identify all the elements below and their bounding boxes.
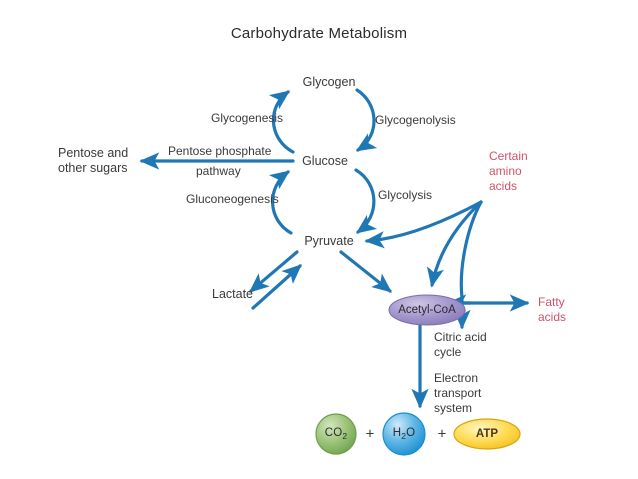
co2-molecule-shape [315, 413, 357, 455]
product-h2o: H2O [393, 427, 416, 441]
pathway-glycogenesis: Glycogenesis [211, 111, 284, 125]
pathway-electron-transport-line3: system [434, 401, 473, 415]
input-amino-acids-line2: amino [489, 164, 522, 178]
plus-separator-2: + [437, 425, 447, 443]
co2-formula-main: CO [324, 426, 343, 439]
pathway-glycolysis: Glycolysis [378, 188, 433, 202]
h2o-formula-h: H [392, 426, 402, 439]
pathway-pentose-phosphate-line1: Pentose phosphate [168, 144, 272, 158]
h2o-formula-o: O [406, 426, 416, 439]
pathway-electron-transport-line2: transport [434, 386, 482, 400]
atp-molecule-shape [453, 418, 521, 450]
page-title: Carbohydrate Metabolism [230, 25, 408, 42]
output-fatty-acids-line1: Fatty [538, 295, 565, 309]
input-amino-acids-line1: Certain [489, 149, 528, 163]
product-co2: CO2 [325, 427, 348, 441]
h2o-molecule-shape [382, 412, 426, 456]
node-pyruvate: Pyruvate [304, 234, 354, 248]
node-glucose: Glucose [302, 154, 348, 168]
pathway-citric-acid-line1: Citric acid [434, 330, 487, 344]
product-atp: ATP [475, 428, 499, 440]
output-fatty-acids-line2: acids [538, 310, 567, 324]
pathway-electron-transport-line1: Electron [434, 371, 479, 385]
input-amino-acids-line3: acids [489, 179, 518, 193]
pathway-glycogenolysis: Glycogenolysis [375, 113, 456, 127]
node-glycogen: Glycogen [302, 75, 356, 89]
pathway-pentose-phosphate-line2: pathway [196, 164, 241, 178]
co2-formula-sub: 2 [342, 431, 348, 442]
node-lactate: Lactate [212, 287, 254, 301]
node-pentose-line2: other sugars [58, 161, 128, 175]
node-acetyl-coa: Acetyl-CoA [398, 304, 456, 316]
h2o-formula-sub: 2 [401, 431, 407, 442]
plus-separator-1: + [365, 425, 375, 443]
node-pentose-line1: Pentose and [58, 146, 129, 160]
acetyl-coa-shape [388, 294, 466, 326]
pathway-citric-acid-line2: cycle [434, 345, 462, 359]
pathway-gluconeogenesis: Gluconeogenesis [186, 192, 279, 206]
